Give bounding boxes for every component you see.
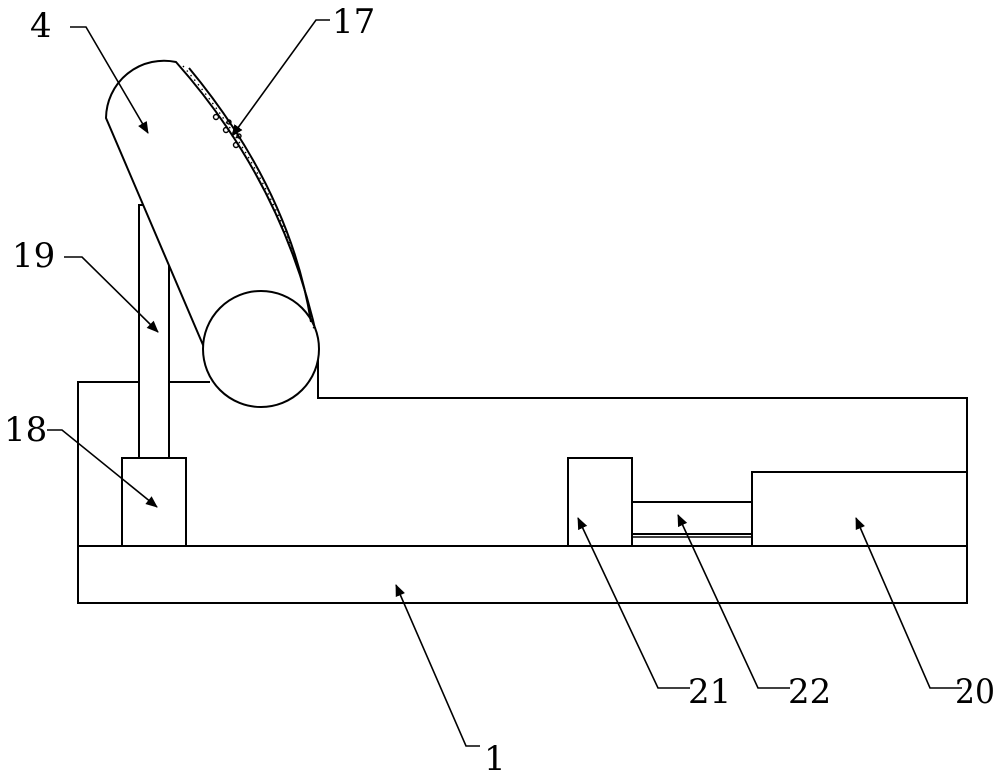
label-21: 21 xyxy=(688,672,731,712)
block-21 xyxy=(568,458,632,546)
label-20: 20 xyxy=(955,672,995,712)
label-19: 19 xyxy=(12,236,55,276)
label-17: 17 xyxy=(332,2,375,42)
base-plate xyxy=(78,546,967,603)
label-18: 18 xyxy=(4,410,47,450)
label-22: 22 xyxy=(788,672,831,712)
block-20 xyxy=(752,472,967,546)
label-1: 1 xyxy=(484,739,506,775)
left-block xyxy=(122,458,186,546)
cylinder-end xyxy=(203,291,319,407)
label-4: 4 xyxy=(30,6,52,46)
connecting-rod-22 xyxy=(632,502,752,534)
